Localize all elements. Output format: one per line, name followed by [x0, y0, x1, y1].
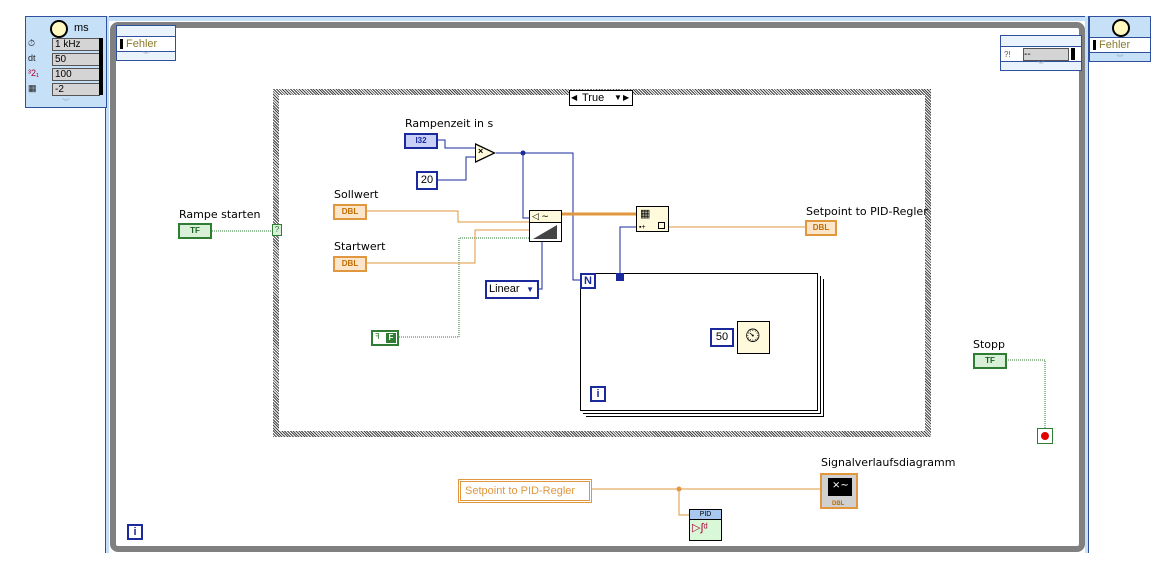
constant-50[interactable]: 50 [710, 328, 734, 347]
chart-icon: ⨯∼ [828, 478, 852, 496]
rampe-starten-label: Rampe starten [179, 208, 261, 221]
sollwert-terminal[interactable]: DBL [333, 204, 367, 220]
toggle-icon: ꟻ [375, 332, 380, 341]
constant-20[interactable]: 20 [416, 171, 438, 190]
right-data-node[interactable]: ?! -- ︾ [1000, 35, 1082, 71]
index-array-node[interactable]: ▦ ▪+ [636, 206, 669, 232]
multiply-icon: × [478, 146, 484, 156]
multiply-node[interactable] [476, 145, 493, 161]
waveform-icon: ◁ ∼ [530, 211, 561, 223]
dt-label: dt [28, 53, 36, 63]
false-value: F [386, 333, 396, 343]
case-selector-value: True [582, 92, 605, 104]
timed-loop-input-node[interactable]: ms ⏱ 1 kHz dt 50 ³2₁ 100 ▦ -2 ︾ [25, 16, 107, 108]
clock-icon [1112, 19, 1130, 37]
stop-icon [1041, 432, 1049, 440]
processor-icon: ▦ [28, 83, 37, 93]
array-icon: ▦ [640, 208, 651, 220]
dropdown-icon[interactable]: ▼ [614, 93, 622, 102]
sollwert-label: Sollwert [334, 188, 379, 201]
stopp-label: Stopp [973, 338, 1005, 351]
setpoint-terminal[interactable]: DBL [805, 220, 837, 236]
status-field[interactable]: -- [1023, 48, 1069, 61]
pid-vi[interactable]: PID ▷∫ᵈ [689, 509, 722, 541]
graph-label: Signalverlaufsdiagramm [821, 456, 956, 469]
expand-chevron-icon[interactable]: ︾ [1116, 55, 1124, 62]
error-terminal-bar [99, 38, 103, 95]
left-data-node[interactable]: Fehler ︾ [116, 25, 176, 61]
loop-condition-terminal[interactable] [1037, 428, 1053, 444]
ramp-icon [533, 225, 557, 239]
priority-icon: ³2₁ [28, 68, 40, 78]
ramp-mode-enum[interactable]: Linear ▼ [485, 280, 539, 299]
rampe-starten-terminal[interactable]: TF [178, 223, 212, 239]
index-icon: ▪+ [639, 224, 646, 231]
expand-chevron-icon[interactable]: ︾ [117, 51, 175, 60]
timed-loop-top-border [105, 16, 1089, 21]
false-constant[interactable]: ꟻ F [371, 330, 399, 346]
pid-icon: ▷∫ᵈ [692, 522, 708, 534]
wait-ms-node[interactable]: ⏲ [737, 321, 770, 354]
rampenzeit-terminal[interactable]: I32 [404, 133, 438, 149]
for-loop[interactable] [580, 273, 818, 411]
timed-loop-output-node[interactable]: Fehler ︾ [1089, 16, 1151, 62]
dropdown-icon[interactable]: ▼ [526, 285, 534, 294]
element-icon [658, 222, 665, 229]
timed-loop-iteration-terminal[interactable]: i [127, 524, 143, 540]
metronome-icon: ⏲ [745, 325, 761, 347]
unit-label: ms [74, 22, 89, 34]
ramp-pattern-vi[interactable]: ◁ ∼ [529, 210, 562, 242]
expand-chevron-icon[interactable]: ︾ [62, 99, 70, 106]
graph-type: DBL [832, 501, 845, 507]
timed-loop-right-border [1085, 16, 1089, 553]
timer-source-icon: ⏱ [28, 38, 36, 48]
ramp-mode-value: Linear [489, 283, 520, 295]
status-bar [1071, 48, 1075, 60]
case-selector-terminal[interactable]: ? [272, 224, 282, 236]
tunnel [616, 273, 624, 281]
setpoint-local-variable[interactable]: Setpoint to PID-Regler [458, 479, 592, 503]
startwert-label: Startwert [334, 240, 386, 253]
status-icon: ?! [1004, 50, 1011, 59]
waveform-chart-terminal[interactable]: ⨯∼ DBL [820, 473, 858, 509]
error-label: Fehler [126, 38, 158, 50]
timed-loop-left-border [105, 16, 109, 553]
error-label: Fehler [1099, 39, 1131, 51]
prev-case-icon[interactable]: ◀ [571, 93, 578, 102]
loop-count-terminal[interactable]: N [580, 273, 596, 289]
expand-chevron-icon[interactable]: ︾ [1001, 61, 1081, 70]
iteration-terminal[interactable]: i [590, 386, 606, 402]
clock-icon [50, 20, 68, 38]
case-selector[interactable]: ◀ True ▼ ▶ [569, 90, 633, 106]
startwert-terminal[interactable]: DBL [333, 256, 367, 272]
pid-header: PID [690, 510, 721, 520]
stopp-terminal[interactable]: TF [973, 353, 1007, 369]
next-case-icon[interactable]: ▶ [623, 93, 630, 102]
rampenzeit-label: Rampenzeit in s [405, 117, 494, 130]
setpoint-label: Setpoint to PID-Regler [806, 205, 928, 218]
